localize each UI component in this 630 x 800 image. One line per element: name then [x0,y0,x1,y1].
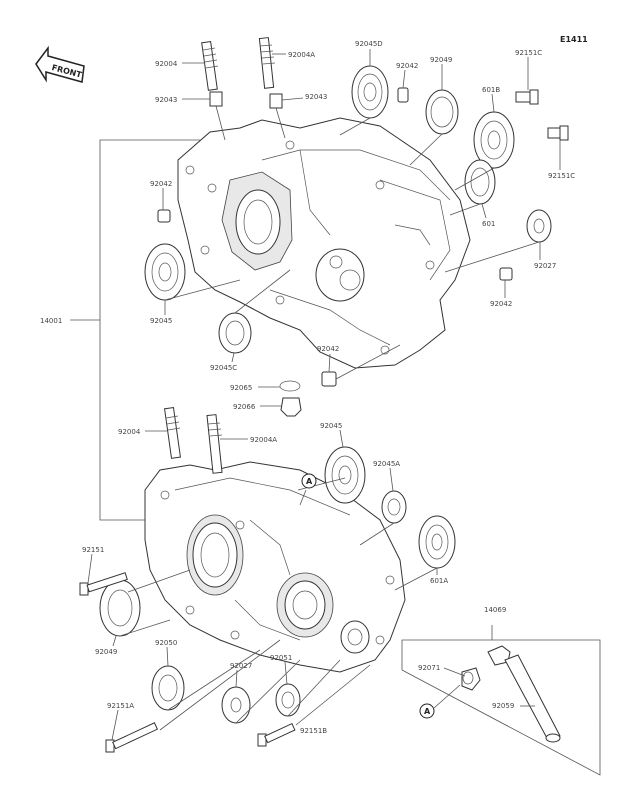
part-label-92042-c: 92042 [490,300,512,308]
part-label-92004a-lower: 92004A [250,436,277,444]
part-label-92004-upper: 92004 [155,60,178,68]
part-label-92059: 92059 [492,702,514,710]
ref-marker-a-inset: A [424,707,431,716]
part-label-92049-lower: 92049 [95,648,117,656]
part-label-92049-upper: 92049 [430,56,452,64]
lower-crankcase-drawing [144,461,406,673]
part-label-92071: 92071 [418,664,440,672]
part-label-92042-b: 92042 [150,180,172,188]
stud-bolts-upper [201,37,286,141]
part-label-92045c: 92045C [210,364,237,372]
diagram-code: E1411 [560,35,588,44]
part-label-14069: 14069 [484,606,506,614]
part-labels: 92004 92004A 92045D 92042 92049 92151C 9… [40,40,575,741]
svg-text:A: A [306,477,313,486]
front-arrow-icon: FRONT [35,45,85,83]
part-label-92151: 92151 [82,546,104,554]
part-label-92151b: 92151B [300,727,327,735]
lower-parts [79,406,456,753]
ref-marker-a-main: A [301,473,317,489]
part-label-92043-right: 92043 [305,93,327,101]
part-label-92043-left: 92043 [155,96,177,104]
part-label-92027-lower: 92027 [230,662,252,670]
part-label-92045-lower: 92045 [320,422,342,430]
part-label-92050: 92050 [155,639,177,647]
part-label-92045-upper: 92045 [150,317,172,325]
part-label-92051: 92051 [270,654,292,662]
part-label-92042-d: 92042 [317,345,339,353]
part-label-14001: 14001 [40,317,62,325]
upper-bearings [144,65,569,417]
part-label-92004a-upper: 92004A [288,51,315,59]
part-label-92065: 92065 [230,384,252,392]
part-label-92151a: 92151A [107,702,134,710]
part-label-92042-a: 92042 [396,62,418,70]
part-label-92151c-a: 92151C [515,49,542,57]
part-label-601a: 601A [430,577,448,585]
upper-crankcase-drawing [177,117,471,369]
part-label-92151c-b: 92151C [548,172,575,180]
bracket-14001 [70,139,200,521]
part-label-92027-upper: 92027 [534,262,556,270]
part-label-92004-lower: 92004 [118,428,141,436]
part-label-601: 601 [482,220,495,228]
inset-14069: A [401,625,601,776]
part-label-92066: 92066 [233,403,256,411]
part-label-601b: 601B [482,86,500,94]
part-label-92045d: 92045D [355,40,383,48]
part-label-92045a: 92045A [373,460,400,468]
